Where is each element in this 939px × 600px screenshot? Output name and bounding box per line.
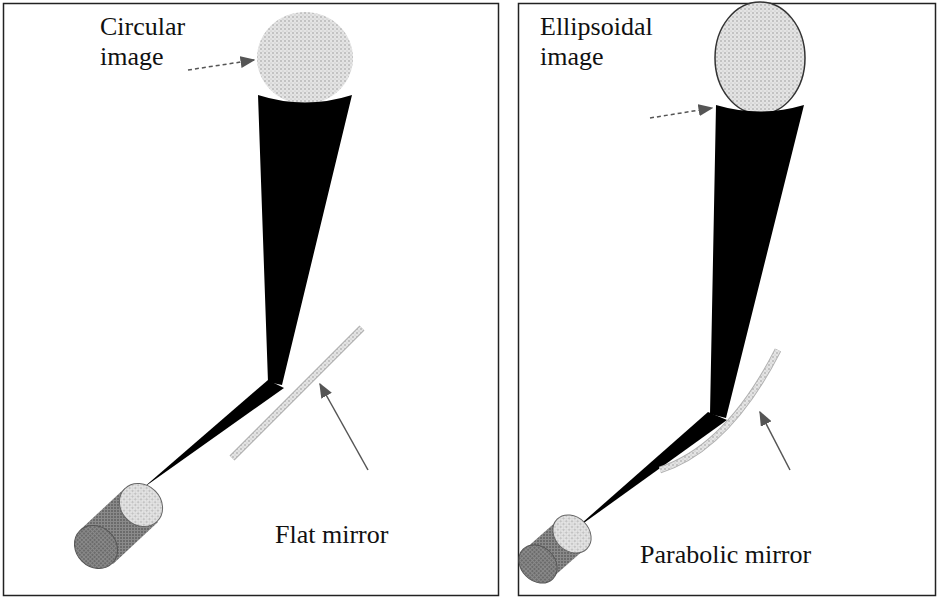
- camera: [66, 475, 172, 578]
- reflected-beam: [710, 105, 804, 418]
- panel-frame: [4, 4, 499, 596]
- reflected-beam: [258, 95, 352, 385]
- parabolic-mirror: [660, 350, 778, 470]
- ellipsoidal-image: [715, 2, 805, 114]
- part-label: Circular image: [100, 12, 220, 72]
- leader-arrow: [188, 60, 254, 70]
- circular-image: [257, 12, 353, 104]
- leader-arrow: [650, 108, 712, 118]
- part-label: Flat mirror: [275, 520, 388, 550]
- flat-mirror: [232, 328, 362, 458]
- leader-arrow: [760, 412, 790, 470]
- camera: [511, 507, 599, 591]
- incident-beam: [574, 412, 727, 530]
- leader-arrow: [320, 384, 368, 470]
- part-label: Ellipsoidal image: [540, 12, 675, 72]
- incident-beam: [143, 380, 284, 488]
- parabolic-mirror-texture: [660, 350, 778, 470]
- flat-mirror-texture: [232, 328, 362, 458]
- part-label: Parabolic mirror: [640, 540, 811, 570]
